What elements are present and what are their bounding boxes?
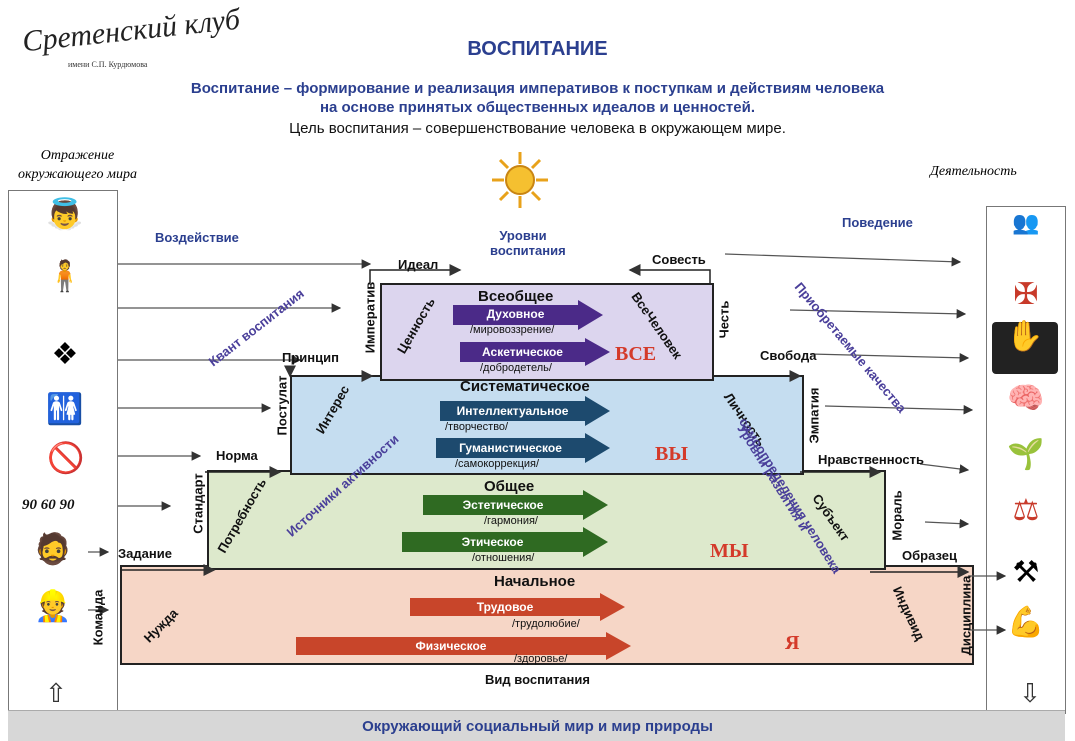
aesthetic-arrow: Эстетическое: [423, 490, 608, 520]
ascetic-arrow-label: Аскетическое: [482, 345, 563, 359]
bodybuilder-icon: 💪: [1007, 606, 1045, 639]
label-honor: Честь: [716, 300, 732, 339]
label-moral: Мораль: [889, 490, 905, 541]
people-icon: 👥: [1012, 210, 1040, 235]
humanistic-sub: /самокоррекция/: [455, 458, 540, 470]
label-task: Задание: [118, 546, 172, 561]
left-reflection-panel: [8, 190, 118, 712]
level-general-title: Общее: [484, 478, 535, 495]
physical-arrow: Физическое: [296, 632, 631, 660]
definition-line-1: Воспитание – формирование и реализация и…: [190, 80, 885, 97]
levels-title-line-1: Уровни: [499, 228, 547, 243]
left-heading-line-1: Отражение: [40, 148, 115, 163]
impact-label: Воздействие: [155, 230, 239, 245]
right-column-heading: Деятельность: [930, 164, 1017, 179]
physical-arrow-label: Физическое: [415, 639, 487, 653]
labor-sub: /трудолюбие/: [512, 618, 580, 630]
education-type-label: Вид воспитания: [485, 672, 590, 687]
label-standard: Стандарт: [190, 473, 206, 534]
labor-arrow: Трудовое: [410, 593, 625, 621]
level-systematic-title: Систематическое: [460, 378, 590, 395]
levels-title: Уровни воспитания: [490, 228, 566, 258]
level-systematic-tag: ВЫ: [655, 443, 688, 465]
left-heading-line-2: окружающего мира: [18, 167, 137, 182]
label-imperative: Императив: [362, 281, 378, 354]
behavior-label: Поведение: [842, 215, 913, 230]
labor-arrow-label: Трудовое: [476, 600, 534, 614]
levels-title-line-2: воспитания: [490, 243, 566, 258]
label-discipline: Дисциплина: [958, 575, 974, 656]
intellectual-arrow: Интеллектуальное: [440, 396, 610, 426]
physical-sub: /здоровье/: [514, 653, 568, 665]
level-systematic: [290, 375, 804, 475]
restroom-icon: 🚻: [46, 393, 84, 426]
left-column-heading: Отражение окружающего мира: [18, 146, 137, 184]
no-alcohol-icon: 🚫: [47, 442, 85, 475]
level-universal-title: Всеобщее: [478, 288, 554, 305]
up-arrow-icon: ⇧: [45, 678, 67, 708]
humanistic-arrow-label: Гуманистическое: [459, 441, 562, 455]
sun-icon: [490, 150, 550, 210]
label-conscience: Совесть: [652, 252, 706, 267]
scales-icon: ⚖: [1012, 494, 1040, 527]
humanistic-arrow: Гуманистическое: [436, 433, 610, 463]
goal-line: Цель воспитания – совершенствование чело…: [289, 120, 786, 137]
club-logo-subtitle: имени С.П. Курдюмова: [68, 60, 148, 69]
numbers-text: 90 60 90: [22, 497, 75, 513]
page-title: ВОСПИТАНИЕ: [467, 38, 608, 60]
level-universal: [380, 283, 714, 381]
definition-line-2: на основе принятых общественных идеалов …: [319, 99, 756, 116]
label-sample: Образец: [902, 548, 957, 563]
cross-emblem-icon: ✠: [1013, 278, 1039, 311]
label-postulate: Постулат: [274, 375, 290, 436]
ethical-arrow: Этическое: [402, 527, 608, 557]
ascetic-sub: /добродетель/: [480, 362, 552, 374]
head-heart-icon: 🧠: [1007, 382, 1045, 415]
figure-sculpture-icon: 🧍: [46, 260, 84, 293]
angel-icon: 👼: [46, 198, 84, 231]
spiritual-arrow-label: Духовное: [486, 307, 545, 321]
spiritual-sub: /мировоззрение/: [470, 324, 555, 336]
label-principle: Принцип: [282, 350, 339, 365]
level-initial-tag: Я: [785, 632, 800, 654]
ethical-sub: /отношения/: [472, 552, 535, 564]
ascetic-arrow: Аскетическое: [460, 338, 610, 366]
level-universal-tag: ВСЕ: [615, 343, 657, 365]
bottom-bar-text: Окружающий социальный мир и мир природы: [362, 718, 713, 735]
worker-icon: 👷: [34, 590, 72, 623]
label-freedom: Свобода: [760, 348, 817, 363]
plant-hands-icon: 🌱: [1007, 438, 1045, 471]
label-ideal: Идеал: [398, 257, 439, 272]
level-general-tag: МЫ: [710, 540, 749, 562]
label-empathy: Эмпатия: [806, 387, 822, 444]
down-arrow-icon: ⇩: [1019, 678, 1041, 708]
intellectual-arrow-label: Интеллектуальное: [456, 404, 569, 418]
label-command: Команда: [90, 589, 106, 646]
blacksmith-icon: ⚒: [1012, 556, 1040, 589]
aesthetic-arrow-label: Эстетическое: [462, 498, 544, 512]
puzzle-icon: ❖: [51, 338, 79, 371]
intellectual-sub: /творчество/: [445, 421, 509, 433]
bottom-bar: [8, 710, 1065, 741]
ethical-arrow-label: Этическое: [461, 535, 524, 549]
spiritual-arrow: Духовное: [453, 300, 603, 330]
victory-figure-icon: ✋: [992, 322, 1058, 374]
label-morality: Нравственность: [818, 452, 924, 467]
label-norm: Норма: [216, 448, 258, 463]
level-initial-title: Начальное: [494, 573, 576, 590]
fat-man-icon: 🧔: [34, 533, 72, 566]
aesthetic-sub: /гармония/: [484, 515, 538, 527]
